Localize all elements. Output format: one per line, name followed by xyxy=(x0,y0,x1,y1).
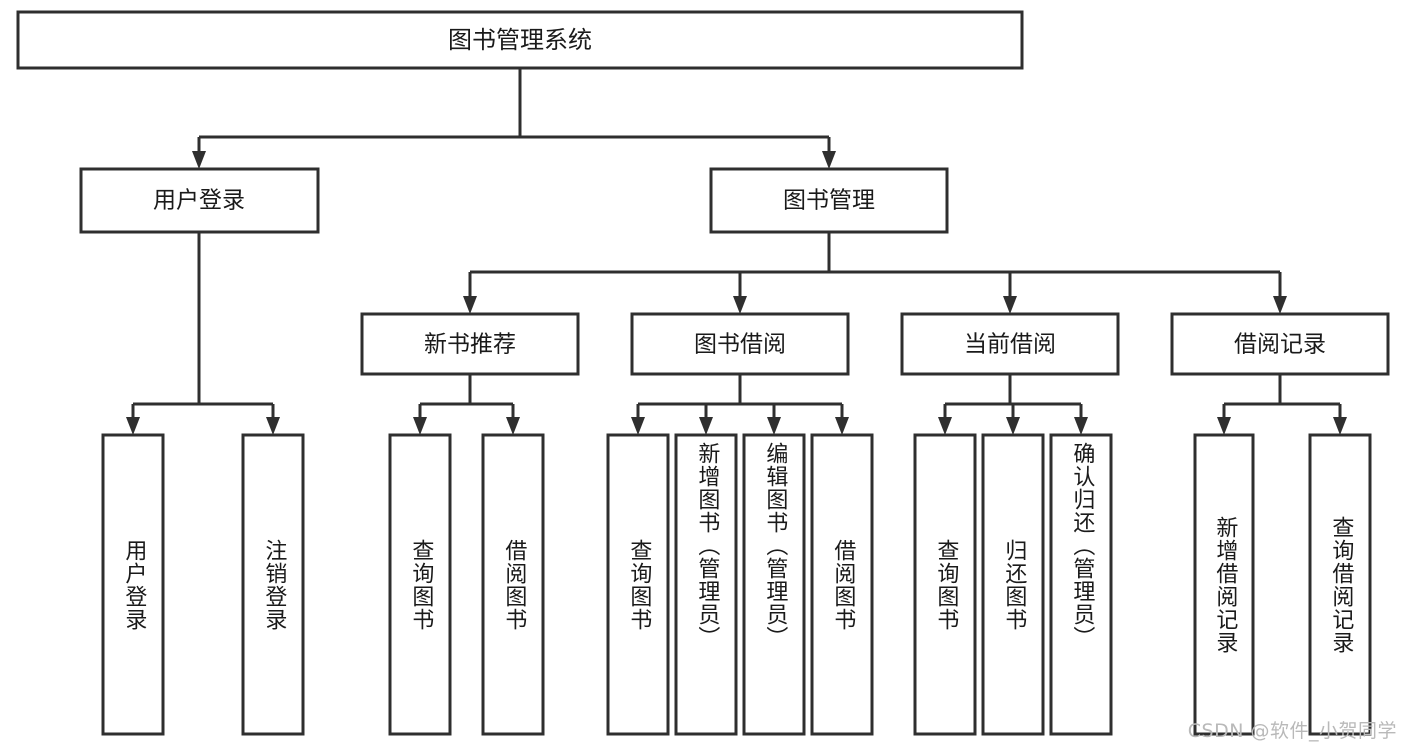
leaf-box-add-book-admin[interactable] xyxy=(674,433,738,736)
node-root[interactable]: 图书管理系统 xyxy=(16,10,1024,70)
node-borrow-records[interactable]: 借阅记录 xyxy=(1170,312,1390,376)
arrowhead-leaf-query-book-current xyxy=(938,417,952,435)
node-current-borrow-label: 当前借阅 xyxy=(964,332,1056,358)
arrowhead-leaf-confirm-return-admin xyxy=(1074,417,1088,435)
connector-group-root xyxy=(192,68,836,169)
connector-group-book-management xyxy=(463,232,1287,314)
leaf-box-confirm-return-admin[interactable] xyxy=(1049,433,1113,736)
connector-group-new-book-recommend xyxy=(413,374,520,435)
leaf-box-query-book-recommend[interactable] xyxy=(388,433,452,736)
leaf-box-add-borrow-record[interactable] xyxy=(1193,433,1255,736)
node-book-borrow-box[interactable] xyxy=(630,312,850,376)
csdn-watermark: CSDN @软件_小贺同学 xyxy=(1187,720,1397,742)
node-book-management[interactable]: 图书管理 xyxy=(709,167,949,234)
leaf-box-edit-book-admin[interactable] xyxy=(742,433,806,736)
arrowhead-leaf-logout xyxy=(266,417,280,435)
connector-group-borrow-records xyxy=(1217,374,1347,435)
node-borrow-records-box[interactable] xyxy=(1170,312,1390,376)
node-borrow-records-label: 借阅记录 xyxy=(1234,332,1326,358)
node-book-borrow-label: 图书借阅 xyxy=(694,332,786,358)
arrowhead-user-login xyxy=(192,151,206,169)
arrowhead-leaf-borrow-book xyxy=(835,417,849,435)
node-new-book-recommend[interactable]: 新书推荐 xyxy=(360,312,580,376)
node-user-login-box[interactable] xyxy=(79,167,320,234)
leaf-box-user-login[interactable] xyxy=(101,433,165,736)
node-user-login[interactable]: 用户登录 xyxy=(79,167,320,234)
arrowhead-current-borrow xyxy=(1003,296,1017,314)
node-book-management-label: 图书管理 xyxy=(783,188,875,214)
leaf-box-query-book-current[interactable] xyxy=(913,433,977,736)
leaf-box-logout[interactable] xyxy=(241,433,305,736)
node-current-borrow[interactable]: 当前借阅 xyxy=(900,312,1120,376)
arrowhead-leaf-add-book-admin xyxy=(699,417,713,435)
leaf-box-query-borrow-record[interactable] xyxy=(1308,433,1372,736)
node-book-management-box[interactable] xyxy=(709,167,949,234)
arrowhead-book-management xyxy=(822,151,836,169)
arrowhead-leaf-add-borrow-record xyxy=(1217,417,1231,435)
connector-group-book-borrow xyxy=(631,374,849,435)
leaf-box-borrow-book-recommend[interactable] xyxy=(481,433,545,736)
arrowhead-book-borrow xyxy=(733,296,747,314)
leaf-box-return-book[interactable] xyxy=(981,433,1045,736)
arrowhead-leaf-edit-book-admin xyxy=(767,417,781,435)
leaf-boxes xyxy=(101,433,1372,736)
leaf-box-query-book-borrow[interactable] xyxy=(606,433,670,736)
node-root-box[interactable] xyxy=(16,10,1024,70)
node-current-borrow-box[interactable] xyxy=(900,312,1120,376)
arrowhead-leaf-query-book-borrow xyxy=(631,417,645,435)
connector-group-current-borrow xyxy=(938,374,1088,435)
arrowhead-new-book-recommend xyxy=(463,296,477,314)
connector-group-user-login xyxy=(126,232,280,435)
arrowhead-leaf-query-borrow-record xyxy=(1333,417,1347,435)
node-new-book-recommend-box[interactable] xyxy=(360,312,580,376)
arrowhead-borrow-records xyxy=(1273,296,1287,314)
arrowhead-leaf-user-login xyxy=(126,417,140,435)
node-book-borrow[interactable]: 图书借阅 xyxy=(630,312,850,376)
node-root-label: 图书管理系统 xyxy=(448,26,592,54)
node-new-book-recommend-label: 新书推荐 xyxy=(424,332,516,358)
leaf-box-borrow-book[interactable] xyxy=(810,433,874,736)
arrowhead-leaf-borrow-book-recommend xyxy=(506,417,520,435)
arrowhead-leaf-return-book xyxy=(1006,417,1020,435)
node-user-login-label: 用户登录 xyxy=(153,188,245,214)
arrowhead-leaf-query-book-recommend xyxy=(413,417,427,435)
